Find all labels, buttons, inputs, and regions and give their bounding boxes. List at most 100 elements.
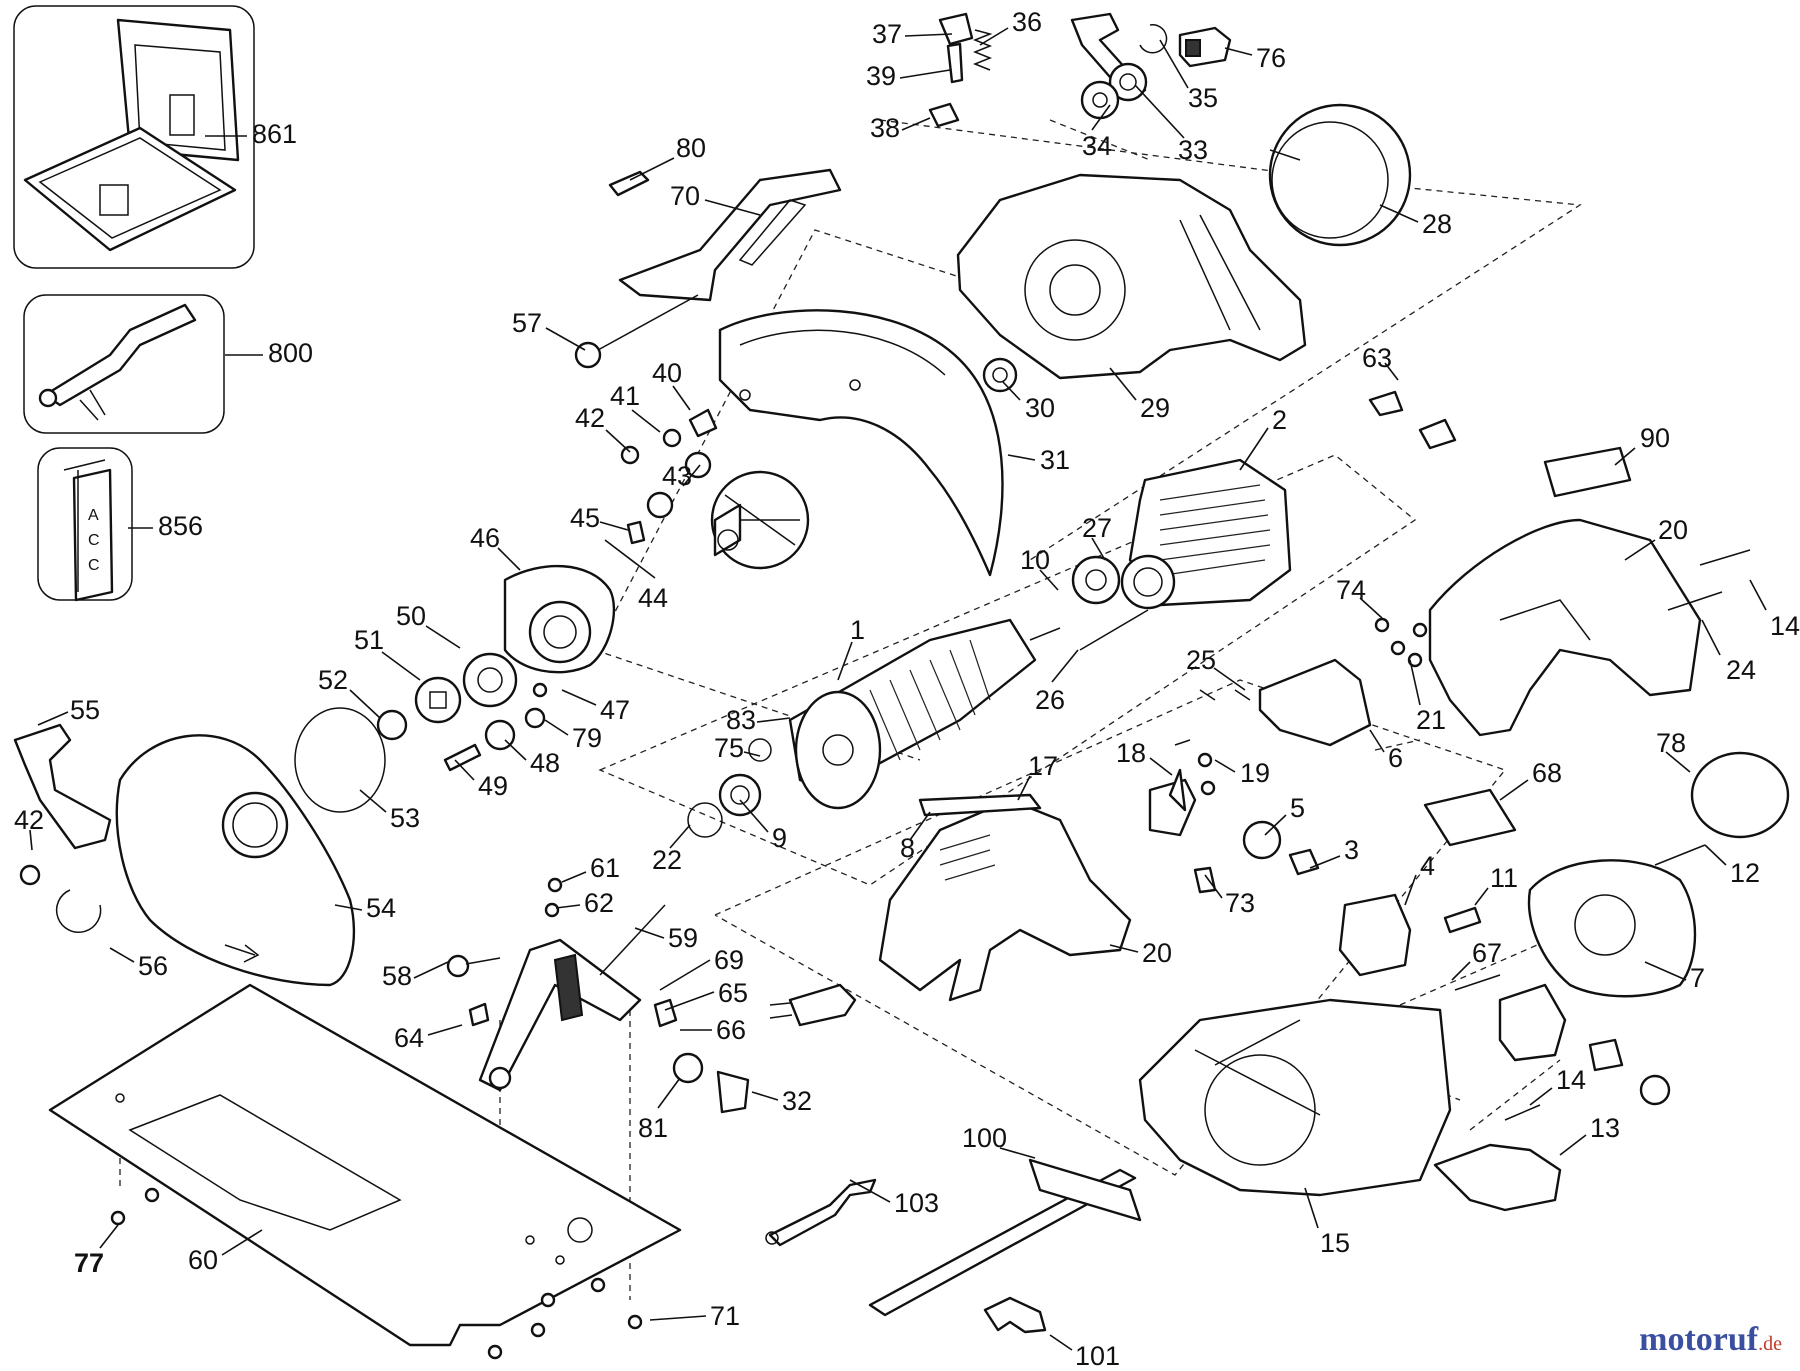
leader-62	[555, 904, 581, 909]
watermark-tld: .de	[1758, 1333, 1782, 1355]
blade-wrench-box	[23, 294, 225, 434]
leader-7	[1644, 961, 1687, 981]
leader-14b	[1529, 1087, 1553, 1106]
leader-65	[664, 991, 715, 1011]
leader-38	[901, 117, 931, 131]
part-label-36: 36	[1012, 7, 1042, 37]
part-label-67: 67	[1472, 938, 1502, 968]
leader-80	[629, 157, 675, 181]
spindle-lock-parts	[1070, 12, 1232, 120]
depth-adjust-bracket	[618, 168, 842, 302]
part-label-83: 83	[726, 705, 756, 735]
rip-fence-100	[868, 1158, 1142, 1317]
part-label-101: 101	[1075, 1341, 1120, 1371]
leader-2	[1239, 427, 1269, 471]
part-label-19: 19	[1240, 758, 1270, 788]
part-label-42b: 42	[14, 805, 44, 835]
leader-63	[1384, 362, 1399, 381]
leader-76	[1224, 47, 1253, 56]
part-label-71: 71	[710, 1301, 740, 1331]
part-label-70: 70	[670, 181, 700, 211]
brush-cap-13	[1433, 1143, 1562, 1212]
part-label-60: 60	[188, 1245, 218, 1275]
bevel-bracket-69	[468, 938, 750, 1114]
leader-70	[704, 199, 761, 216]
part-label-12: 12	[1730, 858, 1760, 888]
part-label-11: 11	[1490, 863, 1518, 893]
carrying-case-box	[13, 5, 255, 269]
leader-27	[1091, 537, 1106, 561]
part-label-28: 28	[1422, 209, 1452, 239]
leader-47	[561, 689, 597, 706]
leader-10	[1039, 569, 1059, 591]
svg-text:A: A	[88, 507, 99, 524]
leader-44	[604, 539, 656, 579]
part-label-44: 44	[638, 583, 668, 613]
leader-29	[1109, 367, 1137, 401]
part-label-18: 18	[1116, 738, 1146, 768]
leader-31	[1007, 454, 1036, 461]
part-label-46: 46	[470, 523, 500, 553]
upper-blade-guard	[718, 309, 1004, 577]
part-label-42a: 42	[575, 403, 605, 433]
part-label-41: 41	[610, 381, 640, 411]
part-label-800: 800	[268, 338, 313, 368]
watermark: motoruf.de	[1639, 1321, 1782, 1359]
part-label-103: 103	[894, 1188, 939, 1218]
part-label-27: 27	[1082, 513, 1112, 543]
armature	[788, 618, 1061, 810]
part-label-29: 29	[1140, 393, 1170, 423]
part-label-17: 17	[1028, 751, 1058, 781]
leader-58	[413, 961, 449, 979]
pin-11	[1443, 906, 1482, 934]
leader-24	[1701, 619, 1721, 656]
part-label-45: 45	[570, 503, 600, 533]
part-label-90: 90	[1640, 423, 1670, 453]
leader-40	[672, 385, 691, 411]
leader-49	[454, 759, 475, 781]
leader-56	[109, 947, 135, 963]
leader-8	[909, 811, 931, 841]
brush-holder-parts	[928, 12, 993, 128]
leader-73	[1204, 874, 1223, 899]
part-label-2: 2	[1272, 405, 1287, 435]
label-card-box: A C C	[37, 447, 133, 602]
brush-box-4	[1338, 893, 1412, 977]
part-label-62: 62	[584, 888, 614, 918]
leader-59	[634, 927, 665, 939]
part-label-47: 47	[600, 695, 630, 725]
leader-51	[381, 651, 421, 681]
shoe-screws	[110, 1187, 643, 1360]
leader-15	[1304, 1187, 1319, 1229]
bearings-rings	[687, 554, 1176, 838]
front-handle-20	[1428, 518, 1702, 737]
leader-9	[739, 799, 769, 833]
part-label-53: 53	[390, 803, 420, 833]
part-label-51: 51	[354, 625, 384, 655]
trigger-parts-6	[1174, 617, 1428, 747]
part-label-39: 39	[866, 61, 896, 91]
part-label-43: 43	[662, 461, 692, 491]
part-label-1: 1	[850, 615, 865, 645]
part-label-63: 63	[1362, 343, 1392, 373]
leader-83	[756, 717, 791, 723]
leader-64	[427, 1024, 463, 1036]
leader-17	[1017, 775, 1031, 801]
leader-57	[545, 327, 586, 351]
part-label-14a: 14	[1770, 611, 1800, 641]
part-label-8: 8	[900, 833, 915, 863]
leader-4	[1404, 874, 1417, 906]
leader-42b	[29, 829, 33, 851]
leader-69	[659, 959, 711, 991]
part-label-69: 69	[714, 945, 744, 975]
leader-100	[999, 1147, 1036, 1159]
part-label-61: 61	[590, 853, 620, 883]
leader-54	[334, 904, 363, 911]
leader-19	[1214, 759, 1236, 773]
bolts-screws	[574, 170, 718, 545]
part-label-80: 80	[676, 133, 706, 163]
flange-washers	[376, 652, 548, 772]
leader-1	[837, 641, 853, 681]
part-label-54: 54	[366, 893, 396, 923]
part-label-7: 7	[1690, 963, 1705, 993]
